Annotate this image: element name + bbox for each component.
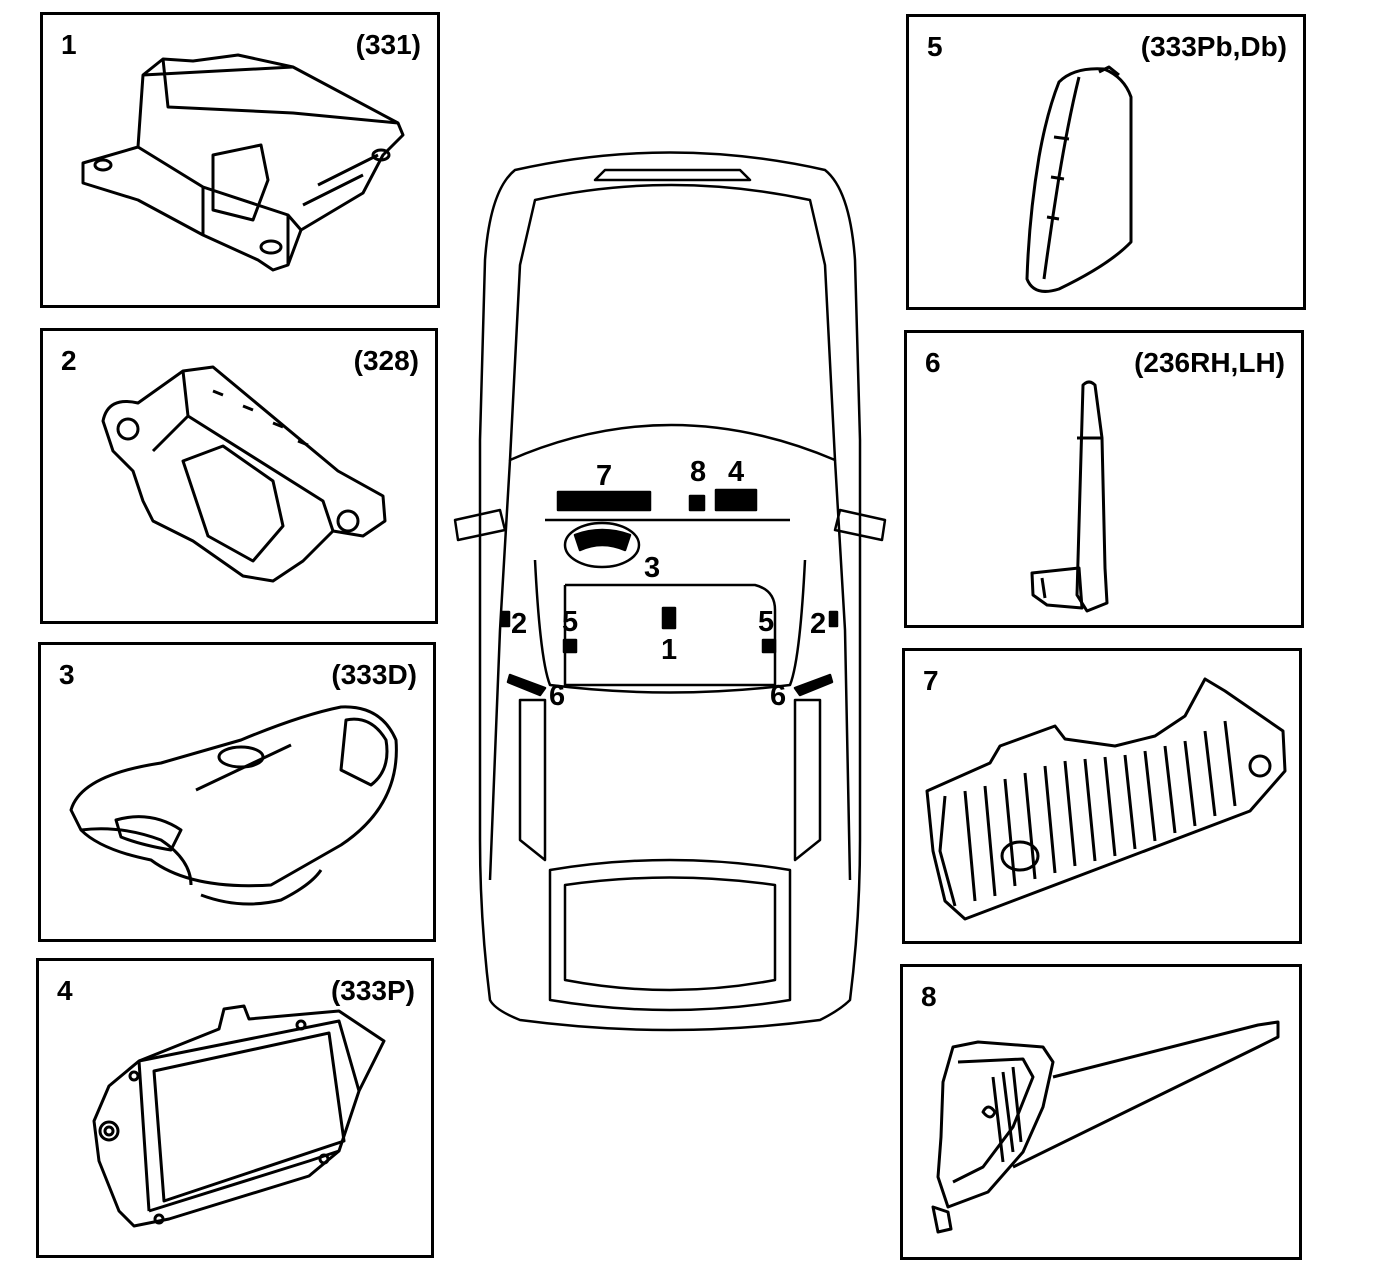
car-callout-5-right: 5: [758, 606, 775, 638]
car-callout-3: 3: [644, 552, 661, 584]
pretensioner-icon: [1030, 380, 1109, 613]
component-panel-8: 8: [900, 964, 1302, 1260]
car-top-view-icon: [453, 151, 887, 1032]
car-callout-8: 8: [690, 456, 707, 488]
panel-number: 3: [59, 659, 75, 690]
side-impact-sensor-icon: [101, 365, 387, 583]
car-callout-6-right: 6: [770, 680, 787, 712]
panel-number: 6: [925, 347, 941, 378]
car-callout-2-right: 2: [810, 608, 827, 640]
panel-code: (236RH,LH): [1134, 347, 1285, 378]
airbag-control-module-icon: [81, 53, 405, 272]
car-callout-4: 4: [728, 456, 745, 488]
passenger-airbag-icon: [92, 1004, 386, 1228]
panel-code: (328): [353, 345, 419, 376]
component-panel-4: 4 (333P): [36, 958, 434, 1258]
panel-code: (331): [355, 29, 421, 60]
passenger-knee-airbag-icon: [931, 1020, 1280, 1234]
car-callout-1: 1: [661, 634, 678, 666]
panel-number: 5: [927, 31, 943, 62]
car-callout-7: 7: [596, 460, 613, 492]
component-panel-3: 3 (333D): [38, 642, 436, 942]
panel-number: 1: [61, 29, 77, 60]
component-panel-2: 2 (328): [40, 328, 438, 624]
panel-number: 8: [921, 981, 937, 1012]
car-callout-2-left: 2: [511, 608, 528, 640]
car-callout-5-left: 5: [562, 606, 579, 638]
panel-code: (333P): [330, 975, 415, 1006]
seat-side-airbag-icon: [1025, 65, 1133, 293]
component-panel-7: 7: [902, 648, 1302, 944]
component-panel-1: 1 (331): [40, 12, 440, 308]
component-panel-5: 5 (333Pb,Db): [906, 14, 1306, 310]
panel-number: 7: [923, 665, 939, 696]
driver-airbag-icon: [69, 705, 398, 906]
car-callout-6-left: 6: [549, 680, 566, 712]
panel-code: (333Pb,Db): [1140, 31, 1287, 62]
panel-code: (333D): [331, 659, 417, 690]
component-panel-6: 6 (236RH,LH): [904, 330, 1304, 628]
knee-airbag-icon: [925, 677, 1287, 921]
panel-number: 2: [61, 345, 77, 376]
panel-number: 4: [57, 975, 73, 1006]
